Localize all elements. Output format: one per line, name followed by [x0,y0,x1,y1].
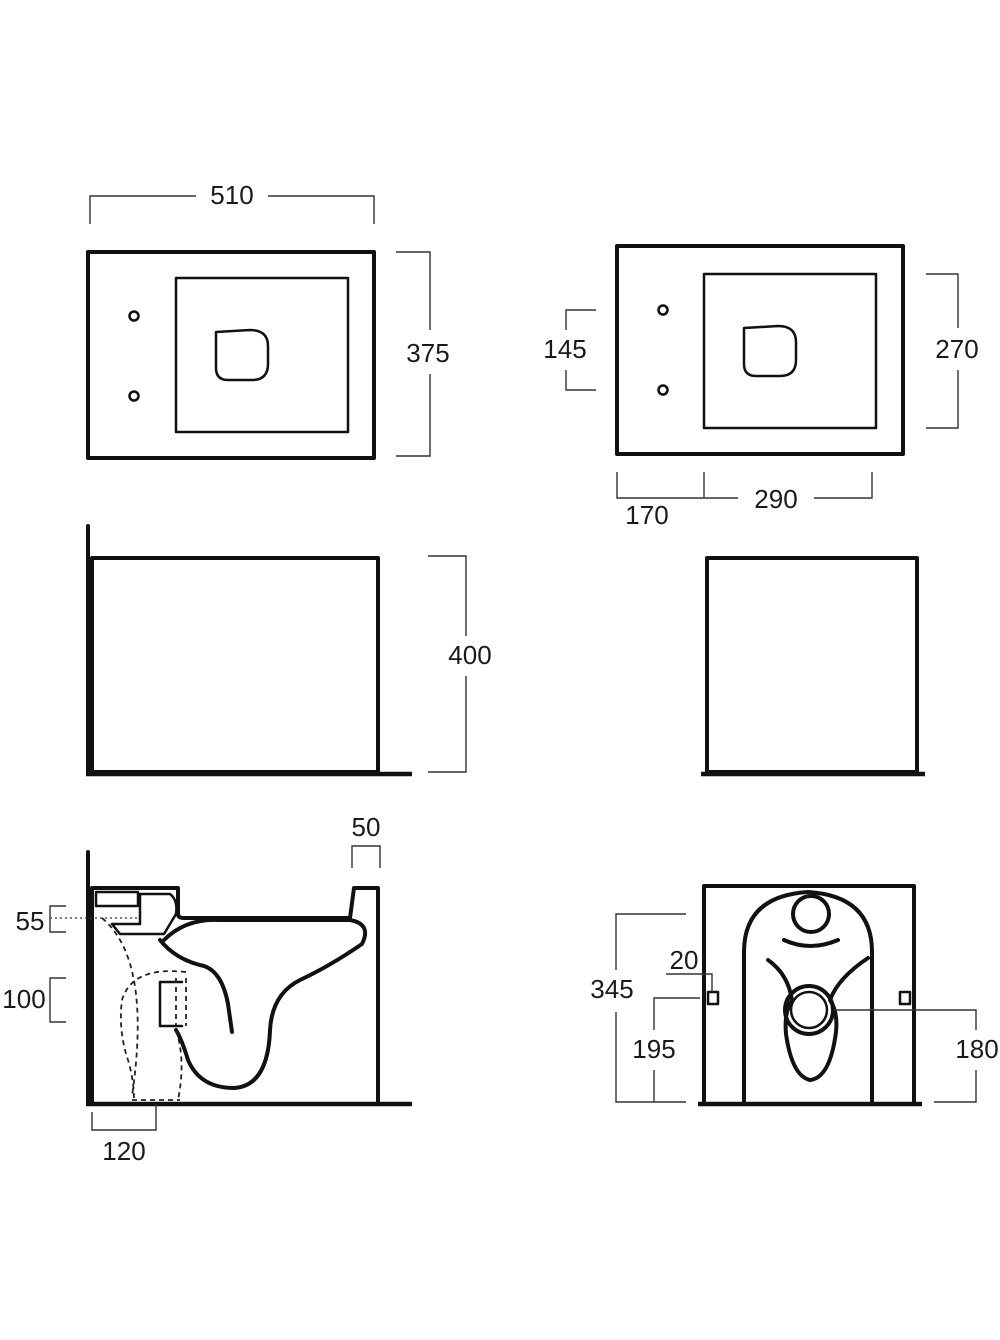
dimension-line [91,1104,157,1131]
bowl-rim [702,272,878,430]
dim-fix-spacing: 145 [543,334,586,364]
hidden-outline [101,917,139,1097]
dim-height: 400 [448,640,491,670]
dim-rim-width: 50 [352,812,381,842]
dim-fix-offset: 170 [625,500,668,530]
bowl-opening [742,324,798,378]
body-outline [702,884,916,1104]
fixing-hole-icon [657,304,669,316]
fixing-hole-icon [128,390,140,402]
dimension-line [565,309,596,391]
fixing-hole-icon [128,310,140,322]
plan-outline [615,244,905,456]
dimension-line [351,845,381,868]
outlet-circle-icon [783,984,835,1036]
bowl-outline [162,917,367,1090]
dim-rear-height: 345 [590,974,633,1004]
plan-view-right: 145 270 170 290 [543,244,979,530]
dimension-line [89,195,375,224]
outlet-pipe [158,980,184,1028]
section-view: 50 55 100 120 [2,812,412,1166]
dimension-line [396,251,431,457]
hidden-outline [119,970,187,1101]
dim-inlet-height: 55 [16,906,45,936]
bowl-rim [174,276,350,434]
dim-outlet-height: 180 [955,1034,998,1064]
body-outline [90,886,380,1104]
fixing-hole-icon [898,990,912,1006]
outlet-inner-icon [789,990,829,1030]
body-outline [705,556,919,774]
trap-outline [158,938,234,1034]
dimension-line [428,555,467,773]
inlet-circle-icon [791,894,831,934]
dimension-line [666,973,713,992]
fixing-hole-icon [706,990,720,1006]
body-outline [90,556,380,774]
hidden-outline [175,1029,183,1101]
dimension-line [834,1009,977,1103]
side-elevation: 400 [86,524,492,777]
dim-outlet-offset: 120 [102,1136,145,1166]
dim-top-depth: 375 [406,338,449,368]
dim-outlet-diameter: 100 [2,984,45,1014]
fixing-hole-icon [657,384,669,396]
rear-elevation: 345 20 195 180 [590,884,999,1107]
plan-view-left: 510 375 [86,180,450,460]
dim-bowl-depth: 270 [935,334,978,364]
flush-inlet [110,892,178,936]
dimension-line [49,905,66,933]
dim-bowl-length: 290 [754,484,797,514]
rim-curve [782,938,840,948]
dimension-line [49,977,66,1023]
dimension-line [926,273,959,429]
plan-outline [86,250,376,460]
inlet-block [94,890,140,908]
outlet-pipe-hidden [175,978,187,1026]
dimension-line [653,997,700,1102]
dimension-line [616,472,873,499]
dim-fixing-height: 195 [632,1034,675,1064]
dimension-line [615,913,686,1103]
bowl-opening [214,328,270,382]
front-elevation [701,556,925,777]
arch-outline [742,890,874,1104]
dim-fixing-hole: 20 [670,945,699,975]
dim-top-width: 510 [210,180,253,210]
trap-outline [766,956,870,1082]
